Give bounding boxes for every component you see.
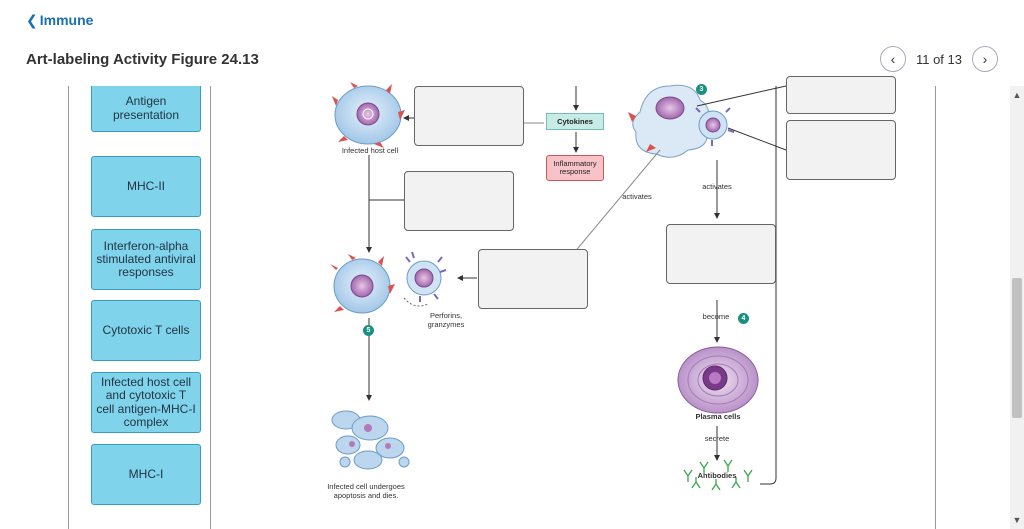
label-tile-mhc-i[interactable]: MHC-I bbox=[91, 444, 201, 505]
drop-zone-1[interactable] bbox=[414, 86, 524, 146]
prev-button[interactable]: ‹ bbox=[879, 46, 906, 72]
step-3-badge: 3 bbox=[696, 84, 707, 95]
scroll-up-icon[interactable]: ▲ bbox=[1012, 90, 1022, 100]
next-button[interactable]: › bbox=[972, 46, 998, 72]
pager: ‹ 11 of 13 › bbox=[879, 46, 998, 72]
label-tile-interferon-alpha[interactable]: Interferon-alpha stimulated antiviral re… bbox=[91, 229, 201, 290]
scroll-down-icon[interactable]: ▼ bbox=[1012, 515, 1022, 525]
chevron-left-icon: ‹ bbox=[890, 51, 896, 67]
activates-right-label: activates bbox=[702, 182, 732, 191]
scrollbar-thumb[interactable] bbox=[1012, 278, 1022, 418]
apoptotic-cell bbox=[331, 410, 410, 470]
drop-zone-5[interactable] bbox=[666, 224, 776, 284]
secrete-label: secrete bbox=[704, 434, 730, 443]
infected-host-cell-label: Infected host cell bbox=[341, 146, 399, 155]
step-4-badge: 4 bbox=[738, 313, 749, 324]
chevron-left-icon: ❮ bbox=[26, 12, 38, 28]
activates-left-label: activates bbox=[622, 192, 652, 201]
page-count: 11 of 13 bbox=[915, 51, 962, 67]
label-tile-infected-complex[interactable]: Infected host cell and cytotoxic T cell … bbox=[91, 372, 201, 433]
drop-zone-4[interactable] bbox=[404, 171, 514, 231]
drop-zone-6[interactable] bbox=[478, 249, 588, 309]
cytokines-box: Cytokines bbox=[546, 113, 604, 130]
drop-zone-3[interactable] bbox=[786, 120, 896, 180]
back-link-label: Immune bbox=[39, 12, 94, 28]
step-5-badge: 5 bbox=[363, 325, 374, 336]
chevron-right-icon: › bbox=[982, 51, 988, 67]
scrollbar[interactable]: ▲ ▼ bbox=[1010, 86, 1024, 529]
label-tile-antigen-presentation[interactable]: Antigen presentation bbox=[91, 86, 201, 132]
page-title: Art-labeling Activity Figure 24.13 bbox=[26, 51, 259, 68]
inflammatory-response-box: Inflammatory response bbox=[546, 155, 604, 181]
drop-zone-2[interactable] bbox=[786, 76, 896, 114]
label-tile-cytotoxic-t-cells[interactable]: Cytotoxic T cells bbox=[91, 300, 201, 361]
antibodies-label: Antibodies bbox=[697, 471, 737, 480]
label-tile-mhc-ii[interactable]: MHC-II bbox=[91, 156, 201, 217]
label-bank: Antigen presentation MHC-II Interferon-a… bbox=[77, 86, 211, 529]
become-label: become bbox=[702, 312, 730, 321]
macrophage-cell bbox=[628, 84, 735, 158]
infected-cell-with-t-cell bbox=[330, 251, 447, 314]
activity-frame bbox=[68, 86, 936, 529]
apoptosis-label: Infected cell undergoes apoptosis and di… bbox=[327, 482, 405, 500]
plasma-cells-label: Plasma cells bbox=[695, 412, 741, 421]
perforins-label: Perforins, granzymes bbox=[427, 311, 465, 329]
infected-host-cell-top bbox=[332, 82, 405, 148]
plasma-cell bbox=[677, 346, 759, 414]
antibodies-cluster bbox=[683, 459, 753, 491]
back-link[interactable]: ❮Immune bbox=[26, 12, 93, 29]
